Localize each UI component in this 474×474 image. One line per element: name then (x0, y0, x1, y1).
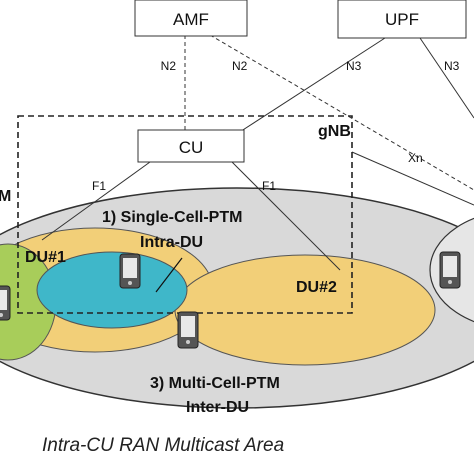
ue-phone-icon (0, 285, 11, 321)
amf-box (134, 0, 248, 37)
f1-label-right: F1 (262, 179, 276, 193)
xn-label: Xn (408, 151, 423, 165)
n3-label-left: N3 (346, 59, 362, 73)
single-cell-label: 1) Single-Cell-PTM (102, 209, 242, 226)
xn-link (351, 151, 474, 206)
du2-cell (174, 254, 436, 366)
gnb-label: gNB (318, 123, 351, 140)
f1-link-du1 (41, 161, 151, 241)
du2-label: DU#2 (296, 279, 337, 296)
n3-label-right: N3 (444, 59, 460, 73)
ue-phone-icon (119, 253, 141, 289)
upf-box (337, 0, 467, 39)
f1-link-du2 (231, 161, 341, 271)
n2-label-left: N2 (161, 59, 177, 73)
n2-link-amf-right (209, 34, 474, 191)
gnb-boundary (17, 115, 353, 314)
intra-du-label: Intra-DU (140, 234, 203, 251)
ue-phone-icon (439, 251, 461, 289)
ue-phone-icon (177, 311, 199, 349)
du1-label: DU#1 (25, 249, 66, 266)
n2-label-right: N2 (232, 59, 248, 73)
left-partial-label: M (0, 188, 11, 205)
upf-label: UPF (385, 10, 419, 29)
area-caption: Intra-CU RAN Multicast Area (42, 435, 284, 456)
multi-cell-label: 3) Multi-Cell-PTM (150, 375, 280, 392)
cu-label: CU (179, 138, 204, 157)
intra-du-pointer (155, 257, 183, 293)
cu-box (137, 129, 245, 163)
n3-link-upf-right (419, 37, 474, 119)
amf-label: AMF (173, 10, 209, 29)
intra-du-cell (36, 251, 188, 329)
inter-du-label: Inter-DU (186, 399, 249, 416)
n3-link-upf-cu (231, 37, 386, 138)
f1-label-left: F1 (92, 179, 106, 193)
